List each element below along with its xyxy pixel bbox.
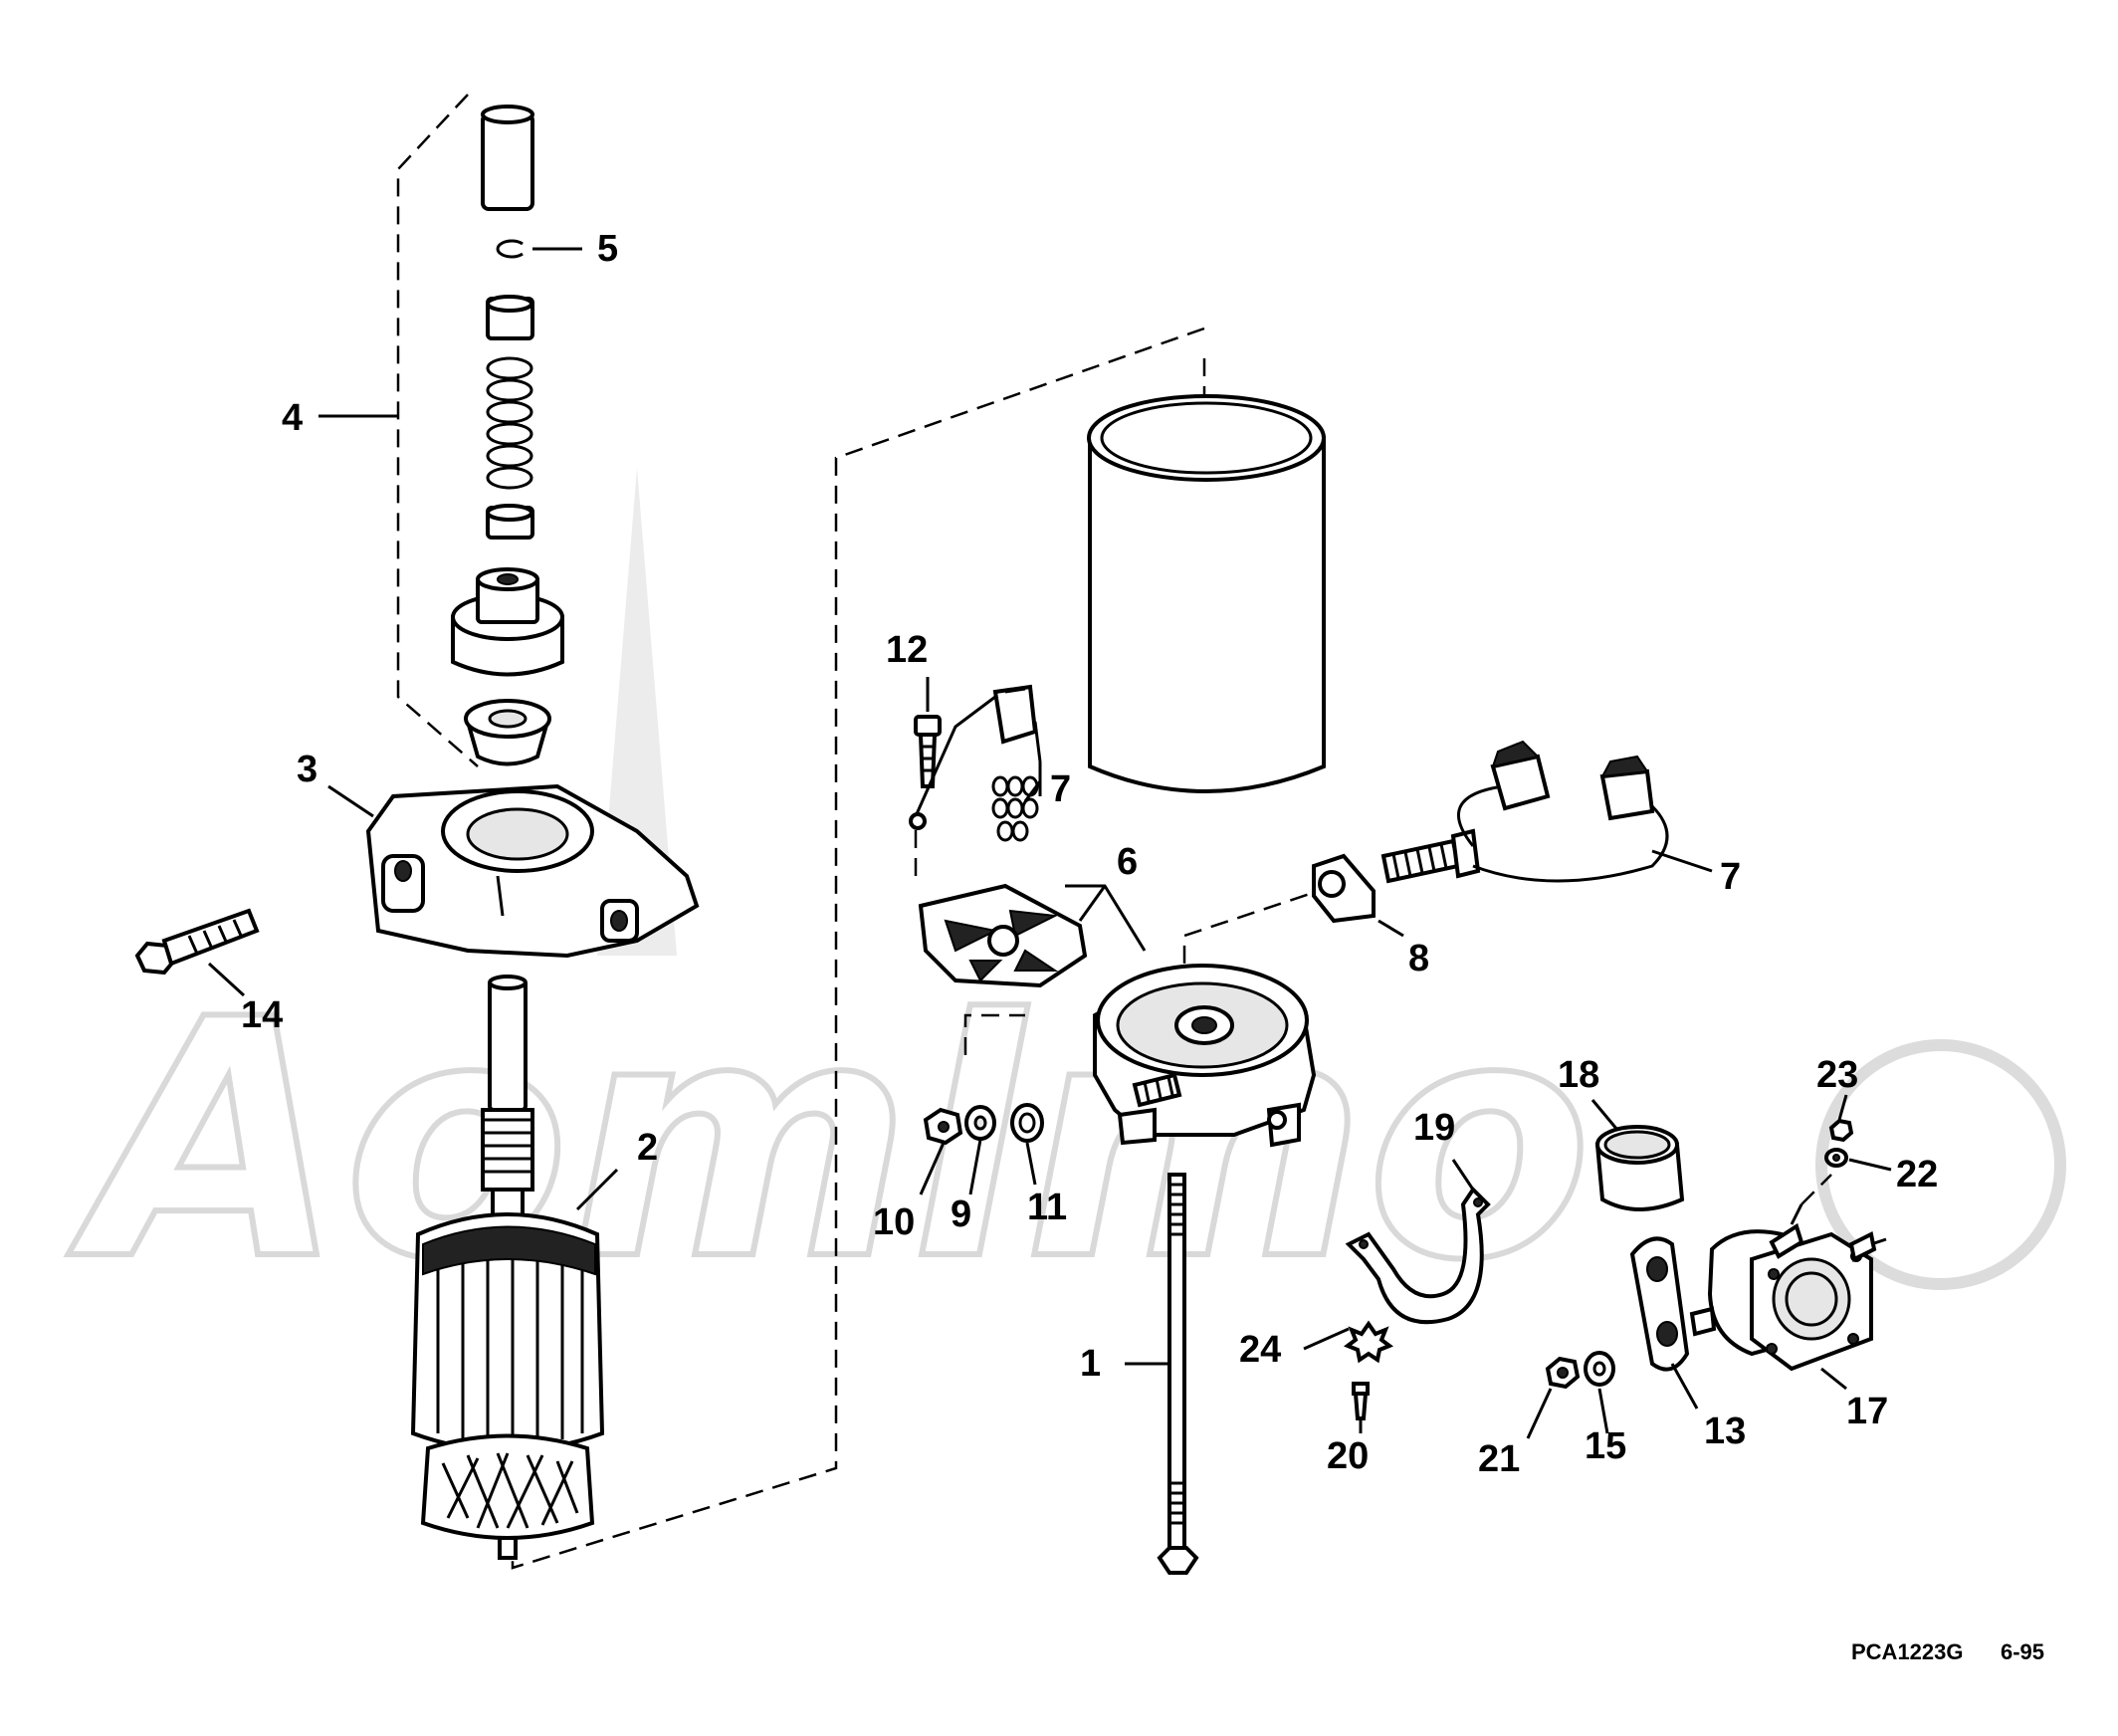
through-bolt — [1157, 1173, 1199, 1575]
callout-21: 21 — [1478, 1438, 1520, 1480]
callout-4: 4 — [282, 397, 303, 439]
callout-10: 10 — [873, 1201, 915, 1243]
callout-7-left: 7 — [1050, 768, 1071, 810]
callout-20: 20 — [1327, 1435, 1369, 1477]
drive-assembly — [451, 105, 564, 766]
callout-13: 13 — [1704, 1410, 1746, 1452]
callout-19: 19 — [1413, 1107, 1455, 1149]
callout-23: 23 — [1816, 1054, 1858, 1096]
solenoid-insulator-plate — [1629, 1236, 1690, 1372]
pinion-gear — [451, 567, 564, 677]
watermark-text: Aomlmo — [64, 950, 1591, 1332]
callout-8: 8 — [1408, 938, 1429, 979]
callout-11: 11 — [1027, 1187, 1067, 1228]
brush-set-right — [1380, 740, 1669, 884]
armature-thread — [481, 1108, 534, 1192]
brush-holder-plate — [918, 883, 1088, 988]
drive-end-cap — [365, 783, 700, 959]
stop-washer — [464, 699, 551, 766]
callout-18: 18 — [1558, 1054, 1599, 1096]
callout-24: 24 — [1239, 1329, 1281, 1371]
armature — [410, 975, 605, 1560]
callout-numbers: 5 4 3 14 2 12 7 6 8 7 10 9 11 1 19 24 20… — [241, 228, 1938, 1480]
solenoid-lock-washer — [1584, 1351, 1615, 1387]
drive-cap — [481, 112, 534, 211]
solenoid-boot — [1594, 1125, 1685, 1211]
callout-2: 2 — [637, 1127, 658, 1169]
brush-screw — [914, 715, 942, 788]
callout-17: 17 — [1846, 1391, 1888, 1432]
drive-spring — [486, 356, 533, 490]
star-washer — [1343, 1320, 1394, 1364]
figure-date: 6-95 — [2001, 1639, 2044, 1664]
commutator — [420, 1433, 595, 1540]
callout-22: 22 — [1896, 1154, 1938, 1195]
terminal-stud — [1132, 1072, 1182, 1108]
callout-12: 12 — [886, 629, 928, 671]
callout-7-right: 7 — [1720, 856, 1741, 898]
figure-code: PCA1223G — [1851, 1639, 1964, 1664]
bracket — [1345, 1186, 1491, 1325]
insulator — [1312, 853, 1376, 924]
commutator-end-cap — [1093, 964, 1317, 1148]
callout-5: 5 — [597, 228, 618, 270]
nut-and-washers — [923, 1103, 1044, 1146]
brush-springs — [991, 775, 1039, 842]
flat-washer — [1010, 1103, 1044, 1143]
mounting-bolt — [134, 908, 260, 976]
solenoid — [1689, 1174, 1887, 1372]
small-screw — [1352, 1382, 1370, 1420]
retaining-ring — [496, 239, 524, 259]
leader-lines — [207, 247, 1892, 1439]
terminal-nut — [1828, 1118, 1854, 1143]
motor-frame — [1087, 394, 1326, 793]
callout-14: 14 — [241, 994, 283, 1036]
watermark: Aomlmo — [61, 468, 2066, 1335]
callout-3: 3 — [297, 749, 318, 790]
callout-15: 15 — [1585, 1425, 1626, 1467]
callout-9: 9 — [951, 1194, 971, 1235]
callout-1: 1 — [1080, 1343, 1101, 1385]
callout-6: 6 — [1117, 841, 1138, 883]
